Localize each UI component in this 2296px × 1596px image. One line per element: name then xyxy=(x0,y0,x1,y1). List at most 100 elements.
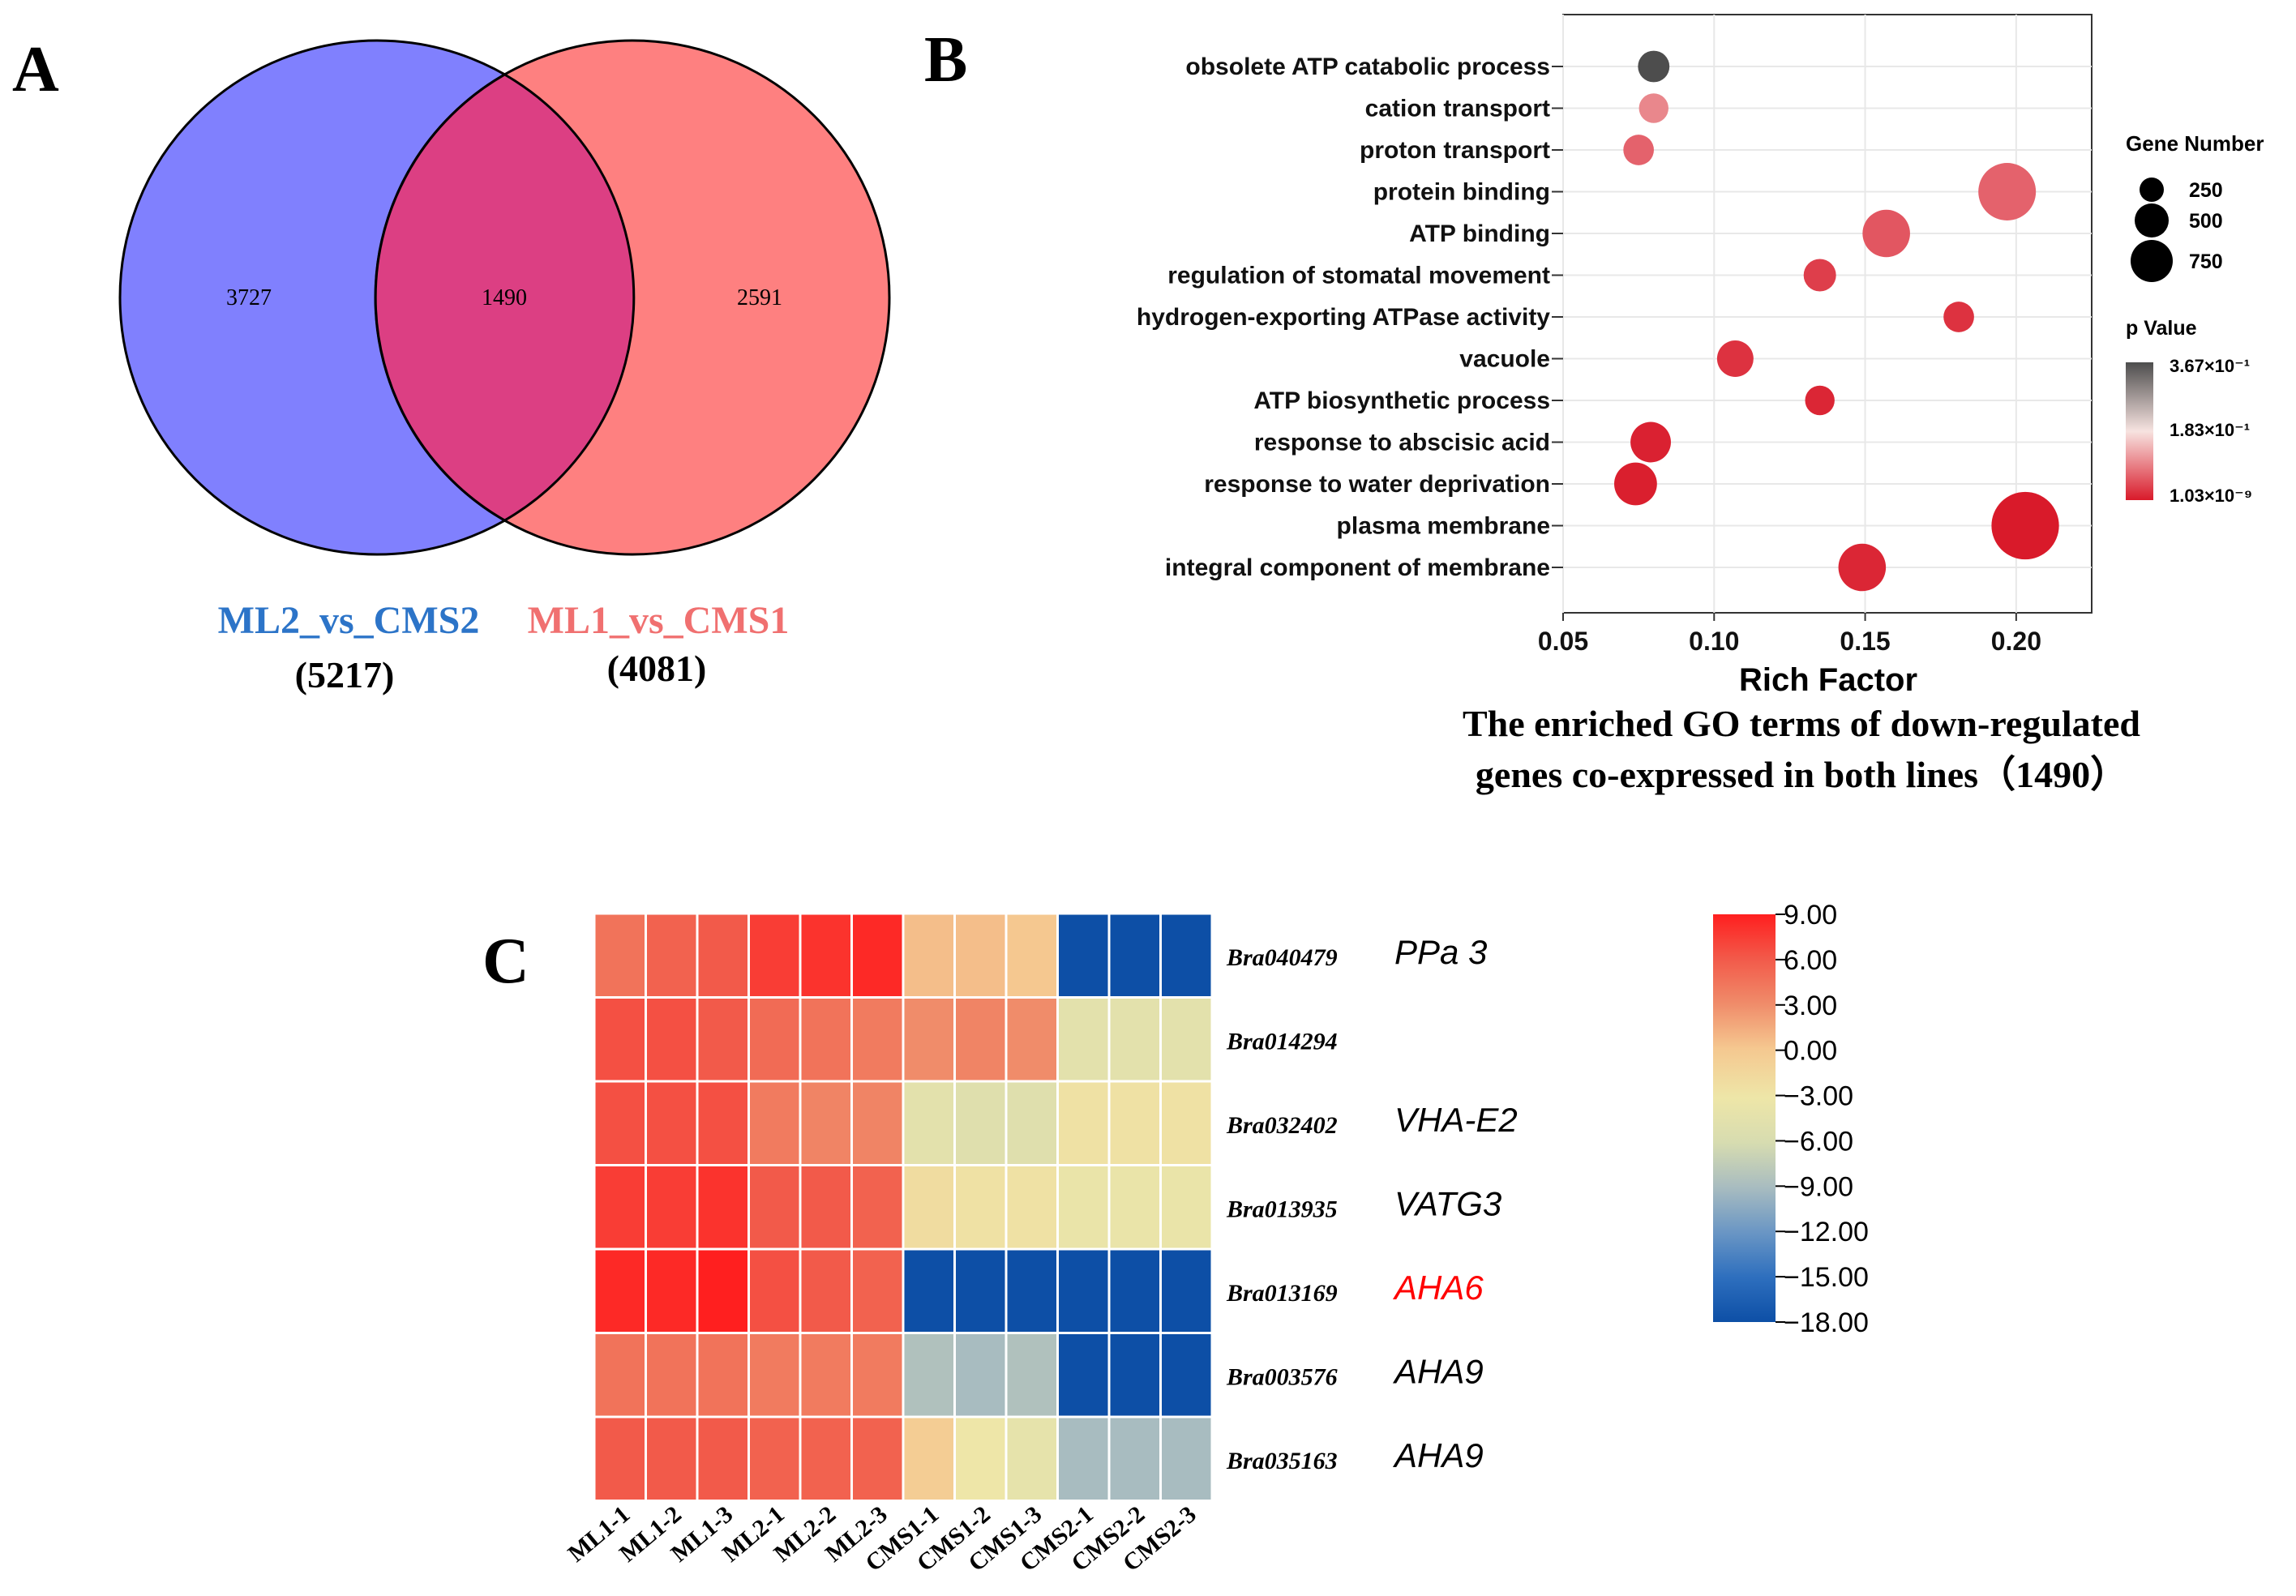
heatmap-cell xyxy=(747,1080,802,1166)
bubble-x-axis-title: Rich Factor xyxy=(1739,662,1917,698)
venn-count-intersection: 1490 xyxy=(482,285,527,310)
heatmap-cell xyxy=(850,912,905,999)
heatmap-cell xyxy=(850,1332,905,1418)
p-value-legend-title: p Value xyxy=(2126,317,2197,340)
bubble-category-label: response to abscisic acid xyxy=(1254,430,1550,456)
heatmap-cell xyxy=(799,1080,853,1166)
bubble-category-label: integral component of membrane xyxy=(1165,554,1550,581)
heatmap-cell xyxy=(799,996,853,1083)
gene-number-legend-250: 250 xyxy=(2189,179,2223,202)
heatmap-cell xyxy=(953,912,1008,999)
venn-set-label-ml2: ML2_vs_CMS2 xyxy=(218,599,480,642)
bubble-category-label: proton transport xyxy=(1360,137,1550,164)
heatmap-cell xyxy=(645,1080,699,1166)
heatmap-cell xyxy=(1004,1247,1059,1334)
panel-a: A 3727 1490 2591 ML2_vs_CMS2 ML1_vs_CMS1… xyxy=(12,34,891,695)
bubble-x-tick-label: 0.15 xyxy=(1840,627,1890,656)
heatmap-cell xyxy=(850,1164,905,1251)
heatmap-cell xyxy=(850,996,905,1083)
heatmap-row-gene-id: Bra035163 xyxy=(1226,1448,1338,1474)
heatmap-cell xyxy=(696,912,750,999)
heatmap-row-gene-id: Bra014294 xyxy=(1226,1028,1338,1055)
bubble-point xyxy=(1614,462,1657,506)
heatmap-cell xyxy=(799,1247,853,1334)
bubble-category-label: ATP binding xyxy=(1409,220,1550,247)
heatmap-cell xyxy=(645,996,699,1083)
heatmap-cell xyxy=(747,912,802,999)
heatmap-cell xyxy=(696,1415,750,1502)
heatmap-column-labels: ML1-1ML1-2ML1-3ML2-1ML2-2ML2-3CMS1-1CMS1… xyxy=(563,1501,1201,1577)
gene-number-legend-dot-750 xyxy=(2131,240,2173,282)
heatmap-cell xyxy=(645,1415,699,1502)
heatmap-cell xyxy=(593,912,647,999)
p-value-legend-high: 3.67×10⁻¹ xyxy=(2170,356,2250,376)
heatmap-cell xyxy=(747,1332,802,1418)
heatmap-cell xyxy=(1159,912,1214,999)
heatmap-cell xyxy=(1159,1080,1214,1166)
heatmap-scale-label: −18.00 xyxy=(1784,1307,1869,1338)
bubble-point xyxy=(1943,302,1974,332)
heatmap-cell xyxy=(696,996,750,1083)
heatmap-cell xyxy=(953,996,1008,1083)
bubble-point xyxy=(1805,385,1835,416)
bubble-point xyxy=(1838,543,1887,592)
heatmap-cell xyxy=(696,1332,750,1418)
heatmap-cell xyxy=(902,1164,956,1251)
heatmap-cell xyxy=(1004,912,1059,999)
bubble-point xyxy=(1991,491,2059,560)
heatmap-cell xyxy=(953,1080,1008,1166)
heatmap-cells xyxy=(593,912,1214,1502)
heatmap-row-gene-name: VHA-E2 xyxy=(1394,1101,1518,1139)
gene-number-legend-dot-250 xyxy=(2140,178,2164,202)
heatmap-cell xyxy=(1159,1332,1214,1418)
heatmap-cell xyxy=(1056,1080,1111,1166)
heatmap-scale-label: 9.00 xyxy=(1784,900,1837,931)
heatmap-scale-label: −15.00 xyxy=(1784,1262,1869,1293)
heatmap-cell xyxy=(1159,1247,1214,1334)
heatmap-row-gene-name: AHA6 xyxy=(1392,1269,1484,1307)
heatmap-cell xyxy=(747,996,802,1083)
bubble-point xyxy=(1638,93,1668,123)
heatmap-cell xyxy=(696,1164,750,1251)
bubble-point xyxy=(1803,259,1836,292)
venn-count-ml2-only: 3727 xyxy=(226,285,272,310)
panel-b-label: B xyxy=(924,24,967,96)
bubble-category-label: vacuole xyxy=(1459,346,1550,373)
venn-set-total-ml1: (4081) xyxy=(607,648,707,689)
heatmap-row-gene-name: VATG3 xyxy=(1394,1184,1501,1222)
heatmap-cell xyxy=(902,1080,956,1166)
heatmap-cell xyxy=(1056,912,1111,999)
heatmap-cell xyxy=(850,1415,905,1502)
heatmap-scale-label: −12.00 xyxy=(1784,1217,1869,1247)
gene-number-legend-750: 750 xyxy=(2189,250,2223,273)
bubble-marks xyxy=(1614,50,2059,592)
heatmap-cell xyxy=(747,1415,802,1502)
heatmap-scale-label: −9.00 xyxy=(1784,1171,1853,1202)
heatmap-row-gene-name: AHA9 xyxy=(1392,1436,1484,1474)
bubble-category-label: hydrogen-exporting ATPase activity xyxy=(1137,304,1550,331)
bubble-point xyxy=(1978,163,2037,220)
heatmap-cell xyxy=(799,1415,853,1502)
heatmap-cell xyxy=(1107,1080,1162,1166)
bubble-category-label: obsolete ATP catabolic process xyxy=(1185,53,1550,80)
heatmap-cell xyxy=(1004,1332,1059,1418)
bubble-caption-line-1: The enriched GO terms of down-regulated xyxy=(1463,703,2140,744)
heatmap-cell xyxy=(645,1164,699,1251)
venn-set-label-ml1: ML1_vs_CMS1 xyxy=(528,599,790,642)
gene-number-legend-title: Gene Number xyxy=(2126,131,2264,156)
heatmap-cell xyxy=(1056,1164,1111,1251)
heatmap-row-gene-id: Bra003576 xyxy=(1226,1363,1338,1390)
bubble-category-label: ATP biosynthetic process xyxy=(1253,387,1550,414)
heatmap-cell xyxy=(645,1247,699,1334)
heatmap-cell xyxy=(1107,996,1162,1083)
heatmap-cell xyxy=(1107,1247,1162,1334)
heatmap-colorbar xyxy=(1713,914,1776,1322)
heatmap-cell xyxy=(747,1247,802,1334)
gene-number-legend-dot-500 xyxy=(2135,203,2169,237)
venn-set-total-ml2: (5217) xyxy=(295,654,395,695)
heatmap-cell xyxy=(593,1332,647,1418)
